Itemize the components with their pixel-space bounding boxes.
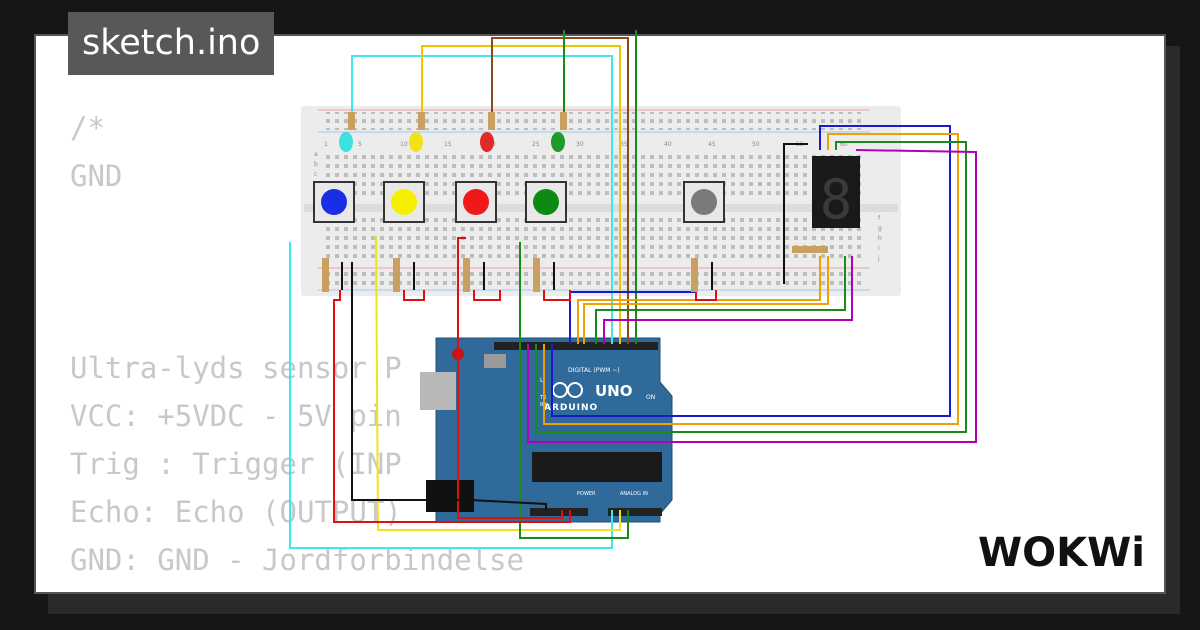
blue-button <box>313 181 355 223</box>
cyan-led <box>339 112 355 152</box>
svg-text:a: a <box>314 151 318 158</box>
seven-segment-display: 8 <box>812 156 860 231</box>
svg-text:i: i <box>878 245 880 252</box>
on-label: ON <box>646 394 655 401</box>
svg-text:WOKWi: WOKWi <box>978 530 1145 576</box>
green-button <box>525 181 567 223</box>
analog-header <box>608 508 662 516</box>
digital-header <box>494 342 658 350</box>
breadboard-col-35: 35 <box>620 141 628 148</box>
pushbuttons <box>313 181 725 223</box>
breadboard-col-25: 25 <box>532 141 540 148</box>
file-title-tab[interactable]: sketch.ino <box>68 12 275 75</box>
board-brand: ARDUINO <box>544 403 598 413</box>
analog-label: ANALOG IN <box>620 491 648 497</box>
yellow-led <box>409 112 425 152</box>
breadboard-col-30: 30 <box>576 141 584 148</box>
svg-text:h: h <box>878 235 882 242</box>
atmega-chip <box>532 452 662 482</box>
power-header <box>530 508 588 516</box>
wires <box>289 30 977 549</box>
breadboard-col-40: 40 <box>664 141 672 148</box>
power-jack <box>426 480 474 512</box>
power-label: POWER <box>577 491 596 497</box>
red-led <box>480 112 495 152</box>
breadboard-col-60: 60 <box>840 141 848 148</box>
seven-segment-digit: 8 <box>820 168 853 231</box>
arduino-uno-board: UNO ARDUINO DIGITAL (PWM ~) POWER ANALOG… <box>420 337 673 523</box>
svg-text:j: j <box>877 255 880 262</box>
breadboard-col-5: 5 <box>358 141 362 148</box>
usb-port <box>420 372 456 410</box>
svg-text:b: b <box>314 161 318 168</box>
grey-button <box>683 181 725 223</box>
green-led <box>551 112 567 152</box>
resistors <box>322 246 828 292</box>
digital-label: DIGITAL (PWM ~) <box>568 367 620 374</box>
red-button <box>455 181 497 223</box>
svg-text:c: c <box>314 171 317 178</box>
board-logo: UNO <box>595 382 633 400</box>
breadboard-col-10: 10 <box>400 141 408 148</box>
leds <box>339 112 567 152</box>
svg-text:g: g <box>878 225 882 232</box>
breadboard-col-45: 45 <box>708 141 716 148</box>
breadboard: 1 5 10 15 20 25 30 35 40 45 50 55 60 a b… <box>301 106 901 296</box>
breadboard-col-50: 50 <box>752 141 760 148</box>
l-label: L <box>540 377 544 384</box>
code-preview: /* GND Ultra-lyds sensor P VCC: +5VDC - … <box>70 111 524 592</box>
yellow-button <box>383 181 425 223</box>
svg-text:f: f <box>878 215 881 222</box>
wokwi-logo: WOKWi <box>978 530 1145 576</box>
breadboard-col-1: 1 <box>324 141 328 148</box>
breadboard-col-15: 15 <box>444 141 452 148</box>
